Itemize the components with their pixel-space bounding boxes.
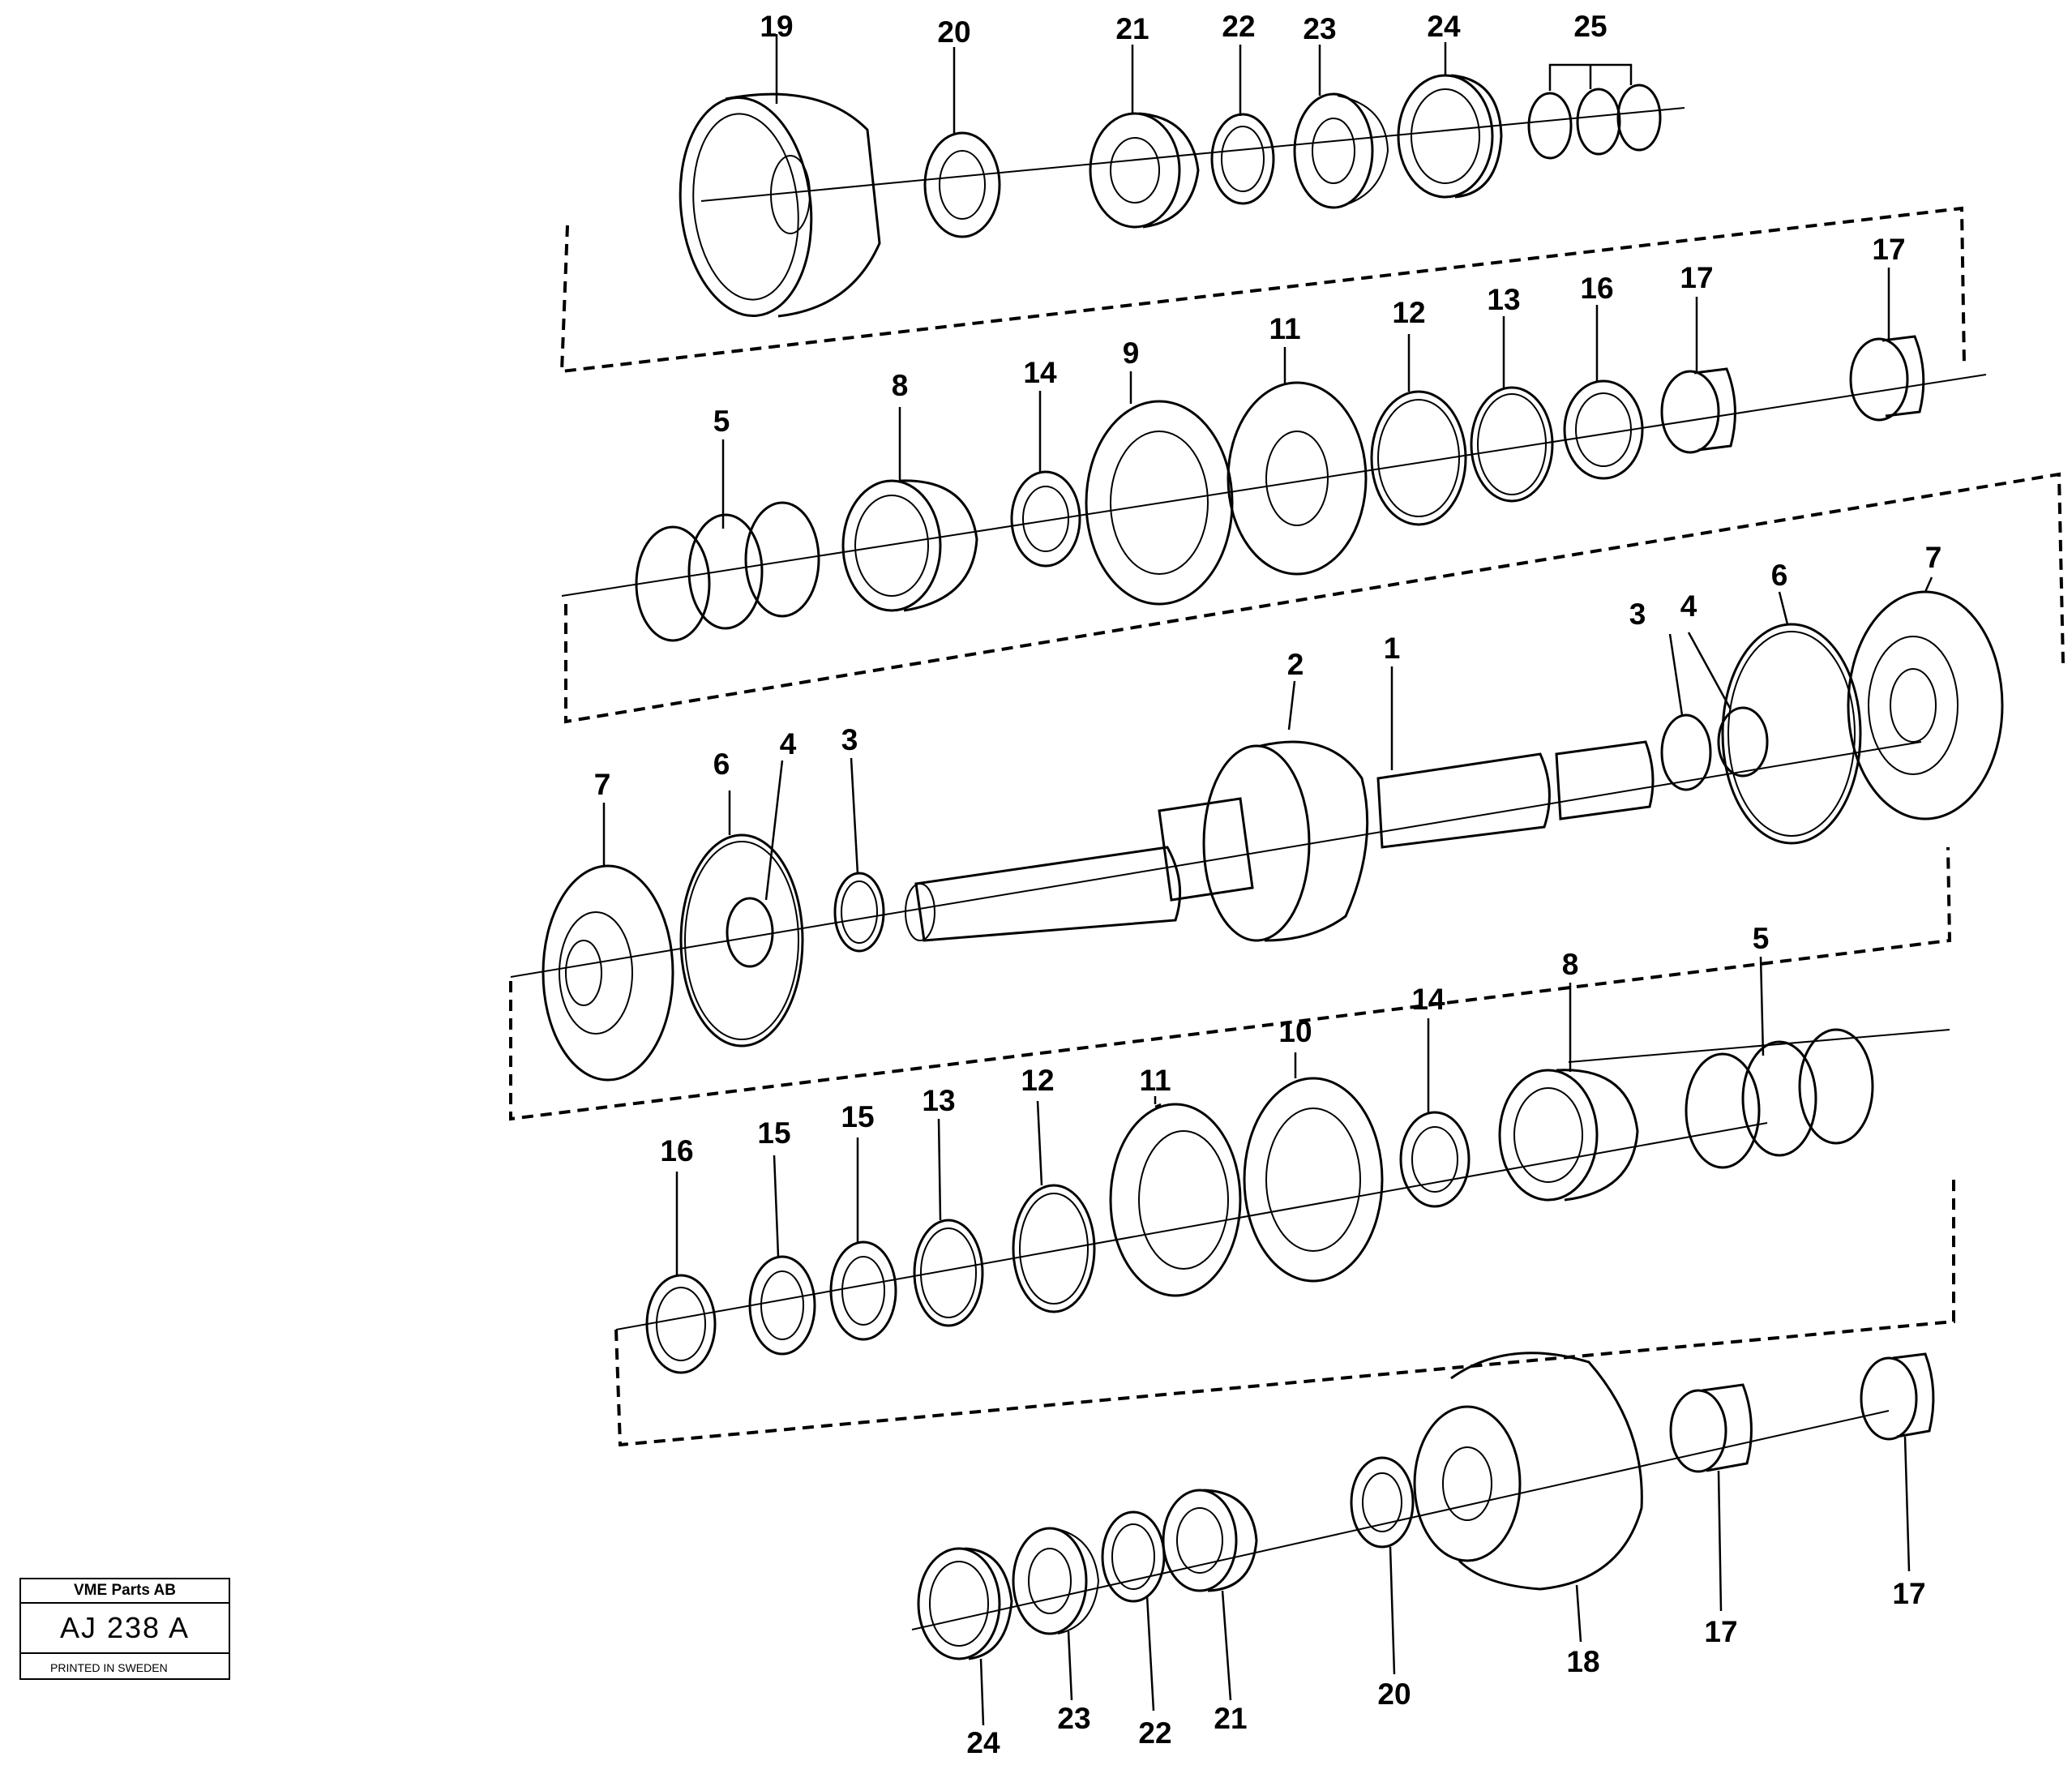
- callout-25: 25: [1573, 10, 1607, 43]
- part-4-ring-right: [1717, 706, 1769, 778]
- part-15-washer-b: [829, 1240, 897, 1341]
- part-4-ring-left: [726, 897, 774, 968]
- part-11-piston-bottom: [1109, 1103, 1242, 1297]
- callout-22: 22: [1222, 10, 1255, 43]
- part-3-ring-right: [1660, 713, 1712, 791]
- shaft-axis-lines: [510, 107, 1987, 1630]
- callout-22: 22: [1138, 1716, 1171, 1750]
- callout-12: 12: [1021, 1064, 1054, 1097]
- callout-5: 5: [713, 405, 730, 438]
- part-17-bushing-bottom-a: [1669, 1383, 1753, 1473]
- callout-5: 5: [1753, 922, 1770, 955]
- callout-21: 21: [1115, 12, 1149, 45]
- callout-3: 3: [1629, 598, 1646, 631]
- title-block-printed: PRINTED IN SWEDEN: [50, 1661, 168, 1674]
- callout-3: 3: [841, 723, 858, 756]
- callout-17: 17: [1680, 261, 1713, 294]
- part-22-ring-top: [1210, 113, 1275, 205]
- part-6-disc-left: [679, 833, 804, 1048]
- part-22-ring-bottom: [1101, 1510, 1166, 1603]
- leader-lines: [602, 34, 1933, 1726]
- callout-17: 17: [1892, 1577, 1925, 1610]
- callout-24: 24: [1427, 10, 1461, 43]
- part-14-snap-ring-bottom: [1399, 1111, 1471, 1208]
- part-19-outer-drum: [679, 92, 881, 318]
- callout-20: 20: [1377, 1677, 1411, 1711]
- part-23-bearing-cone-top: [1293, 92, 1389, 209]
- callout-1: 1: [1384, 632, 1401, 665]
- part-20-washer-top: [923, 131, 1001, 238]
- callout-21: 21: [1214, 1702, 1247, 1735]
- part-21-seal-bottom: [1162, 1489, 1258, 1592]
- title-block-company: VME Parts AB: [21, 1579, 229, 1604]
- part-11-piston-top: [1227, 381, 1368, 576]
- callout-2: 2: [1287, 648, 1304, 681]
- part-13-ring-top: [1470, 386, 1554, 503]
- part-15-washer-a: [748, 1255, 816, 1356]
- part-16-needle-bearing-top: [1563, 379, 1644, 480]
- callout-13: 13: [922, 1084, 955, 1117]
- part-13-ring-bottom: [913, 1219, 984, 1327]
- callout-12: 12: [1392, 296, 1425, 329]
- part-12-ring-top: [1370, 390, 1467, 526]
- part-8-hub-top: [841, 479, 978, 612]
- part-12-ring-bottom: [1012, 1184, 1096, 1313]
- callout-labels: 19 20 21 22 23 24 25 5 8 14 9 11 12 13 1…: [594, 10, 1942, 1759]
- part-6-disc-right: [1721, 623, 1862, 845]
- part-3-ring-left: [833, 872, 885, 953]
- part-24-bearing-cup-bottom: [917, 1547, 1013, 1660]
- callout-7: 7: [1925, 541, 1942, 574]
- callout-13: 13: [1487, 283, 1520, 316]
- callout-15: 15: [757, 1116, 790, 1150]
- callout-6: 6: [1771, 559, 1788, 592]
- part-5-springs-top: [635, 501, 820, 642]
- part-14-snap-ring-top: [1010, 470, 1081, 568]
- callout-17: 17: [1704, 1615, 1737, 1648]
- part-8-hub-bottom: [1498, 1069, 1639, 1202]
- callout-11: 11: [1139, 1064, 1171, 1097]
- callout-6: 6: [713, 748, 730, 781]
- part-23-bearing-cone-bottom: [1012, 1527, 1100, 1635]
- connector-frames: [509, 206, 2065, 1447]
- part-24-bearing-cup-top: [1397, 74, 1503, 199]
- callout-18: 18: [1566, 1645, 1599, 1678]
- part-1-main-shaft: [905, 740, 1655, 942]
- callout-7: 7: [594, 768, 611, 801]
- callout-19: 19: [760, 10, 793, 43]
- part-18-gear-drum: [1413, 1352, 1643, 1591]
- part-17-bushing-top-a: [1660, 367, 1736, 454]
- part-25-shims: [1527, 84, 1662, 160]
- callout-9: 9: [1123, 336, 1140, 370]
- callout-23: 23: [1303, 12, 1336, 45]
- callout-8: 8: [1562, 948, 1579, 981]
- part-20-washer-bottom: [1350, 1456, 1415, 1549]
- callout-8: 8: [892, 369, 909, 402]
- callout-4: 4: [780, 727, 797, 760]
- part-9-friction-disc: [1085, 400, 1234, 606]
- title-block-drawing-code: AJ 238 A: [21, 1604, 229, 1654]
- part-7-piston-housing-right: [1847, 590, 2004, 820]
- callout-10: 10: [1278, 1015, 1312, 1048]
- callout-24: 24: [966, 1726, 1000, 1759]
- callout-17: 17: [1872, 233, 1905, 266]
- part-2-drum-flange: [1202, 740, 1369, 942]
- part-17-bushing-top-b: [1849, 335, 1925, 422]
- part-16-needle-bearing-bottom: [645, 1274, 717, 1374]
- callout-14: 14: [1411, 983, 1445, 1016]
- part-17-bushing-bottom-b: [1860, 1352, 1935, 1441]
- part-21-seal-top: [1089, 112, 1200, 229]
- part-7-piston-housing-left: [542, 864, 674, 1082]
- callout-14: 14: [1023, 356, 1057, 389]
- title-block: VME Parts AB AJ 238 A PRINTED IN SWEDEN: [19, 1578, 230, 1680]
- callout-23: 23: [1057, 1702, 1090, 1735]
- callout-16: 16: [1580, 272, 1613, 305]
- callout-15: 15: [841, 1100, 874, 1133]
- callout-4: 4: [1680, 589, 1697, 623]
- part-5-springs-bottom: [1685, 1028, 1874, 1169]
- callout-16: 16: [660, 1134, 693, 1167]
- callout-20: 20: [937, 15, 970, 49]
- part-10-friction-disc: [1243, 1077, 1384, 1283]
- callout-11: 11: [1269, 312, 1300, 345]
